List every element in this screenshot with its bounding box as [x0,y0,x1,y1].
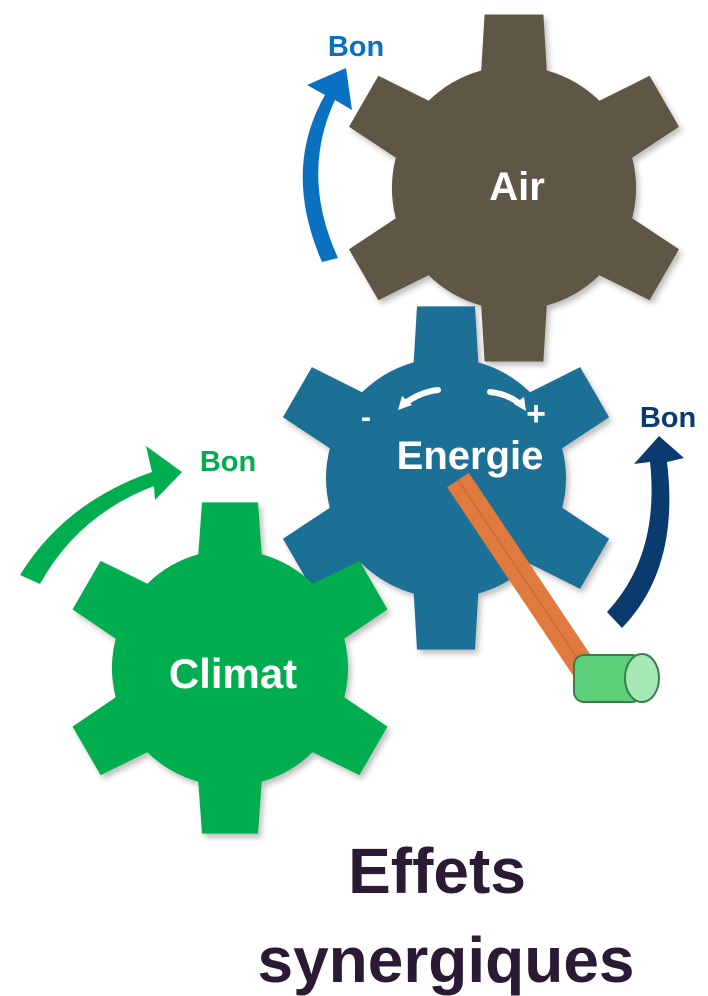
title-line-2: synergiques [257,924,634,996]
energie-gear-label: Energie [397,434,544,478]
curved-arrow-energie-icon [607,436,684,628]
air-gear-label: Air [489,165,545,209]
climat-bon-label: Bon [200,446,256,478]
crank [447,472,660,703]
gear-climat: Climat [72,502,388,834]
arrow-air: Bon [302,31,384,262]
energie-bon-label: Bon [640,402,696,434]
dial-plus-label: + [526,395,546,433]
climat-gear-label: Climat [169,650,297,697]
air-gear-shape [349,14,679,362]
dial-minus-label: - [361,401,371,434]
crank-arm-outline [457,479,586,671]
curved-arrow-air-icon [302,68,352,262]
title-line-1: Effets [348,835,526,907]
crank-handle [573,653,660,703]
crank-arm [447,472,596,678]
gear-air: Air [349,14,679,362]
dial-right-arrowhead-icon [514,397,526,411]
arrow-energie: Bon [607,402,696,628]
air-bon-label: Bon [328,31,384,63]
dial-left-arrowhead-icon [398,396,412,410]
arrow-climat: Bon [20,446,256,584]
curved-arrow-climat-icon [20,446,182,584]
climat-gear-shape [72,502,388,834]
